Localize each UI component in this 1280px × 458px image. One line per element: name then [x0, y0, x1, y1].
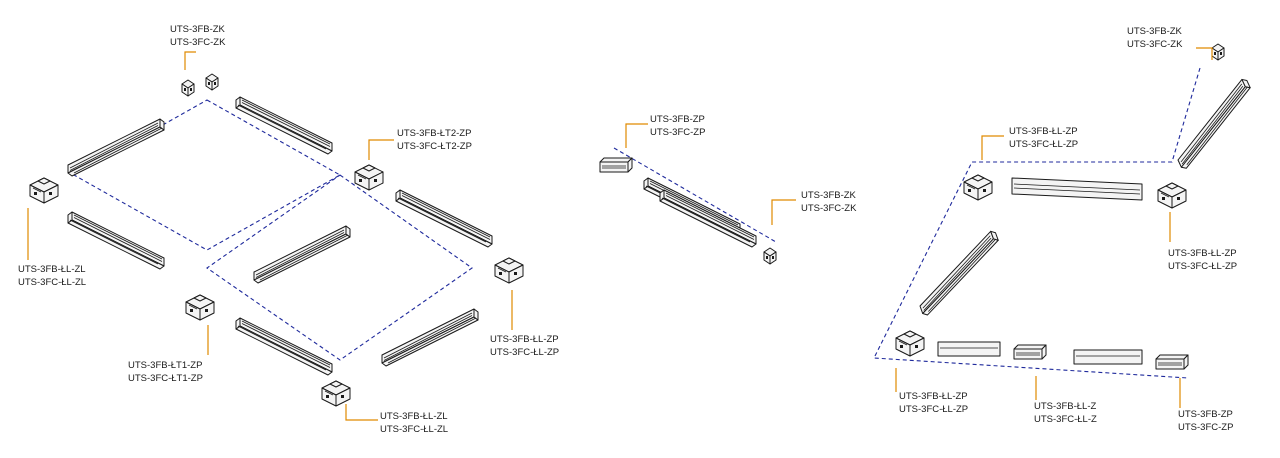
part-label: UTS-3FC-ŁL-ZP: [490, 347, 559, 358]
t-connector-icon: [185, 294, 215, 321]
track-rail: [235, 96, 333, 155]
part-label: UTS-3FC-ZP: [650, 127, 705, 138]
part-label: UTS-3FB-ZP: [1178, 409, 1233, 420]
t-connector-icon: [354, 164, 384, 191]
track-rail: [1011, 177, 1143, 201]
part-label: UTS-3FC-ŁL-ZL: [380, 424, 448, 435]
track-rail: [1158, 77, 1271, 171]
track-rail: [659, 189, 757, 248]
track-rail: [253, 225, 351, 284]
leader-line: [981, 135, 1004, 160]
part-label: UTS-3FB-ZK: [1127, 26, 1183, 37]
leader-line: [771, 199, 796, 225]
end-cap-icon: [181, 79, 195, 97]
track-rail: [395, 189, 493, 248]
end-piece-icon: [1155, 354, 1189, 370]
part-label: UTS-3FC-ŁL-Z: [1034, 414, 1097, 425]
part-label: UTS-3FC-ŁT1-ZP: [128, 373, 203, 384]
part-label: UTS-3FC-ŁL-ZL: [18, 277, 86, 288]
layout-1-grid: UTS-3FB-ZK UTS-3FC-ZK UTS-3FB-ŁT2-ZP UTS…: [18, 24, 559, 435]
part-label: UTS-3FC-ŁL-ZP: [899, 404, 968, 415]
corner-connector-icon: [1157, 182, 1187, 209]
dashed-outline-straight: [613, 147, 777, 243]
layout-3-path: UTS-3FB-ZK UTS-3FC-ZK UTS-3FB-ŁL-ZP UTS-…: [873, 26, 1271, 433]
dashed-outline-top-grid: [72, 99, 342, 251]
dashed-outline-bottom-grid: [206, 174, 473, 361]
part-label: UTS-3FB-ŁL-ZP: [490, 334, 559, 345]
corner-connector-icon: [963, 174, 993, 201]
part-label: UTS-3FB-ŁL-ZL: [18, 264, 86, 275]
part-label: UTS-3FB-ŁT1-ZP: [128, 360, 202, 371]
part-label: UTS-3FC-ZK: [801, 203, 857, 214]
part-label: UTS-3FC-ZK: [170, 37, 226, 48]
track-rail: [67, 118, 165, 177]
track-rail: [903, 229, 1015, 317]
leader-line: [625, 123, 648, 148]
end-piece-icon: [599, 157, 633, 173]
part-label: UTS-3FB-ŁL-ZP: [1168, 248, 1237, 259]
part-label: UTS-3FB-ZK: [170, 24, 226, 35]
part-label: UTS-3FC-ZK: [1127, 39, 1183, 50]
part-label: UTS-3FC-ŁL-ZP: [1168, 261, 1237, 272]
end-cap-icon: [1211, 43, 1225, 61]
dashed-outline-path: [873, 67, 1201, 379]
part-label: UTS-3FB-ŁL-Z: [1034, 401, 1096, 412]
end-cap-icon: [763, 247, 777, 265]
corner-connector-icon: [29, 177, 59, 204]
part-label: UTS-3FB-ŁL-ZP: [1009, 126, 1078, 137]
leader-line: [345, 404, 378, 421]
straight-connector-icon: [1013, 344, 1047, 360]
leader-line: [1196, 47, 1213, 60]
part-label: UTS-3FC-ŁT2-ZP: [397, 141, 472, 152]
corner-connector-icon: [895, 330, 925, 357]
track-rail: [381, 308, 479, 367]
corner-connector-icon: [494, 257, 524, 284]
corner-connector-icon: [321, 380, 351, 407]
part-label: UTS-3FC-ZP: [1178, 422, 1233, 433]
track-rail: [937, 341, 1001, 357]
part-label: UTS-3FB-ŁL-ZL: [380, 411, 448, 422]
layout-2-straight: UTS-3FB-ZP UTS-3FC-ZP UTS-3FB-ZK UTS-3FC…: [599, 114, 857, 265]
track-rail: [67, 211, 165, 270]
track-rail: [1073, 349, 1143, 365]
part-label: UTS-3FB-ŁL-ZP: [899, 391, 968, 402]
part-label: UTS-3FB-ZP: [650, 114, 705, 125]
end-cap-icon: [205, 73, 219, 91]
part-label: UTS-3FC-ŁL-ZP: [1009, 139, 1078, 150]
part-label: UTS-3FB-ZK: [801, 190, 857, 201]
leader-line: [368, 139, 394, 160]
part-label: UTS-3FB-ŁT2-ZP: [397, 128, 471, 139]
track-rail: [235, 317, 333, 376]
leader-line: [184, 51, 196, 70]
